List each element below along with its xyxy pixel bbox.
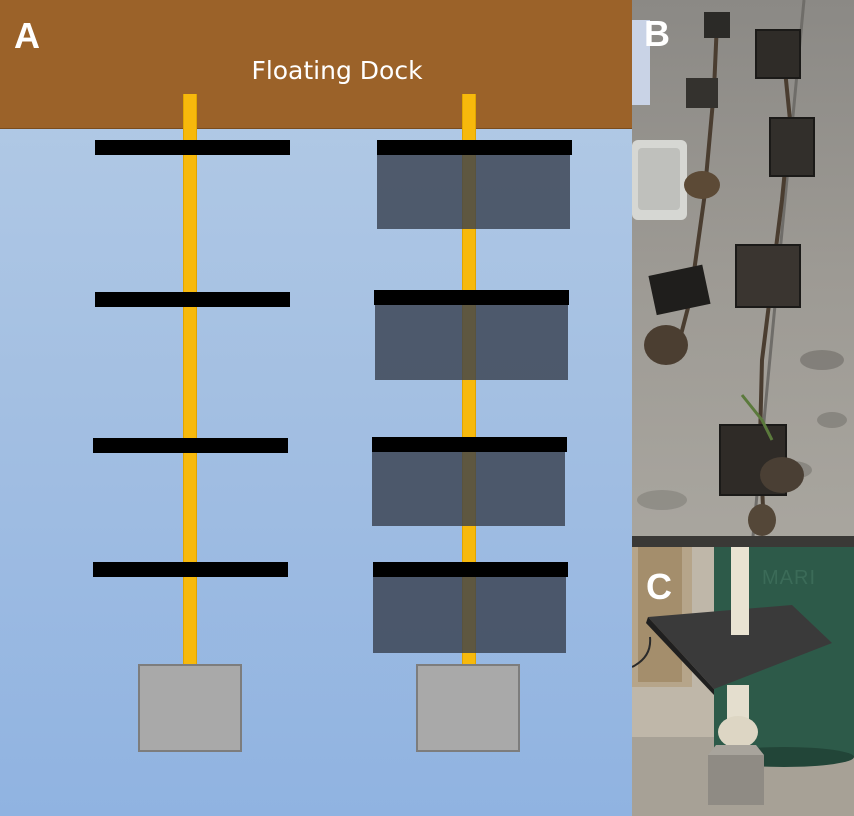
panel-a-letter: A <box>14 15 40 56</box>
left-plate-3 <box>93 438 288 453</box>
right-cage-1 <box>377 154 570 229</box>
panel-c-letter: C <box>646 566 672 607</box>
left-rope <box>183 94 197 672</box>
floating-dock <box>0 0 632 129</box>
right-rope <box>462 94 476 672</box>
right-plate-2 <box>374 290 569 305</box>
right-anchor-weight <box>416 664 520 752</box>
right-plate-4 <box>373 562 568 577</box>
retrieved-lines-photo <box>632 0 854 547</box>
left-anchor-weight <box>138 664 242 752</box>
plate-rope-weight-photo <box>632 547 854 816</box>
panel-b-photo: B <box>632 0 854 547</box>
bucket-brand-text: MARI <box>762 567 816 589</box>
left-plate-1 <box>95 140 290 155</box>
right-cage-2 <box>375 304 568 380</box>
panel-a-schematic: A Floating Dock <box>0 0 632 816</box>
left-plate-4 <box>93 562 288 577</box>
panel-b-letter: B <box>644 13 670 54</box>
right-plate-3 <box>372 437 567 452</box>
right-cage-3 <box>372 451 565 526</box>
panel-c-photo: C MARI <box>632 547 854 816</box>
right-cage-4 <box>373 576 566 653</box>
left-plate-2 <box>95 292 290 307</box>
right-plate-1 <box>377 140 572 155</box>
floating-dock-label: Floating Dock <box>251 56 423 85</box>
